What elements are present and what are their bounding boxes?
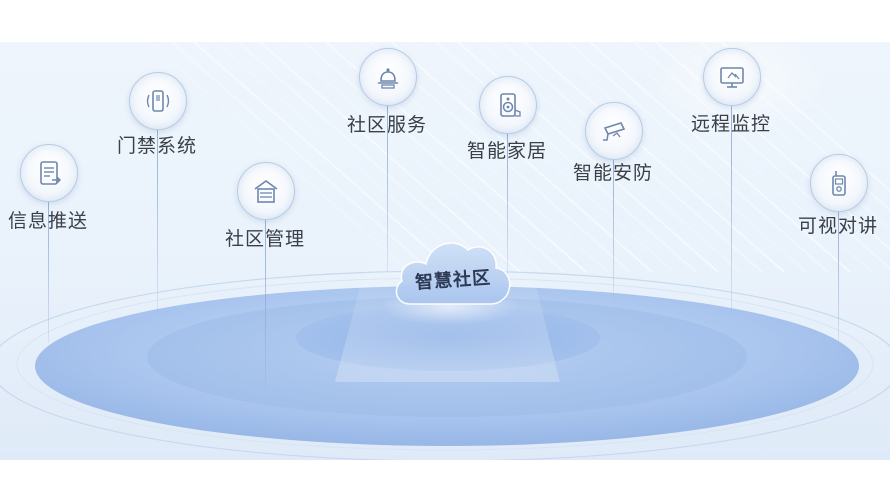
connector-line [156,128,158,310]
smart-speaker-icon [500,93,521,117]
node-icon-circle [359,48,417,106]
node-label: 社区管理 [224,228,306,250]
node-icon-circle [810,154,868,212]
node-icon-circle [479,76,537,134]
connector-line [612,158,614,300]
connector-line [47,200,49,342]
node-label: 门禁系统 [116,135,198,157]
background-graphics [0,42,890,460]
node-icon-circle [237,162,295,220]
node-label: 智能安防 [572,162,654,184]
access-card-icon [146,90,170,112]
connector-line [386,104,388,272]
node-label: 远程监控 [690,113,772,135]
node-icon-circle [20,144,78,202]
connector-line [837,210,839,342]
walkie-talkie-icon [832,171,846,196]
building-icon [254,180,278,203]
node-label: 社区服务 [346,114,428,136]
node-label: 可视对讲 [797,215,879,237]
node-label: 智能家居 [466,140,548,162]
cloud-icon [395,242,511,305]
node-label: 信息推送 [7,210,89,232]
document-icon [40,161,61,185]
node-icon-circle [129,72,187,130]
node-icon-circle [703,48,761,106]
connector-line [730,104,732,314]
service-bell-icon [378,68,398,89]
connector-line [264,218,266,394]
security-camera-icon [603,122,626,141]
diagonal-light-stripes [149,42,890,273]
diagram-stage: 信息推送门禁系统社区管理社区服务智能家居智能安防远程监控可视对讲 智慧社区 [0,42,890,460]
monitor-icon [720,67,744,88]
connector-line [506,132,508,274]
node-icon-circle [585,102,643,160]
